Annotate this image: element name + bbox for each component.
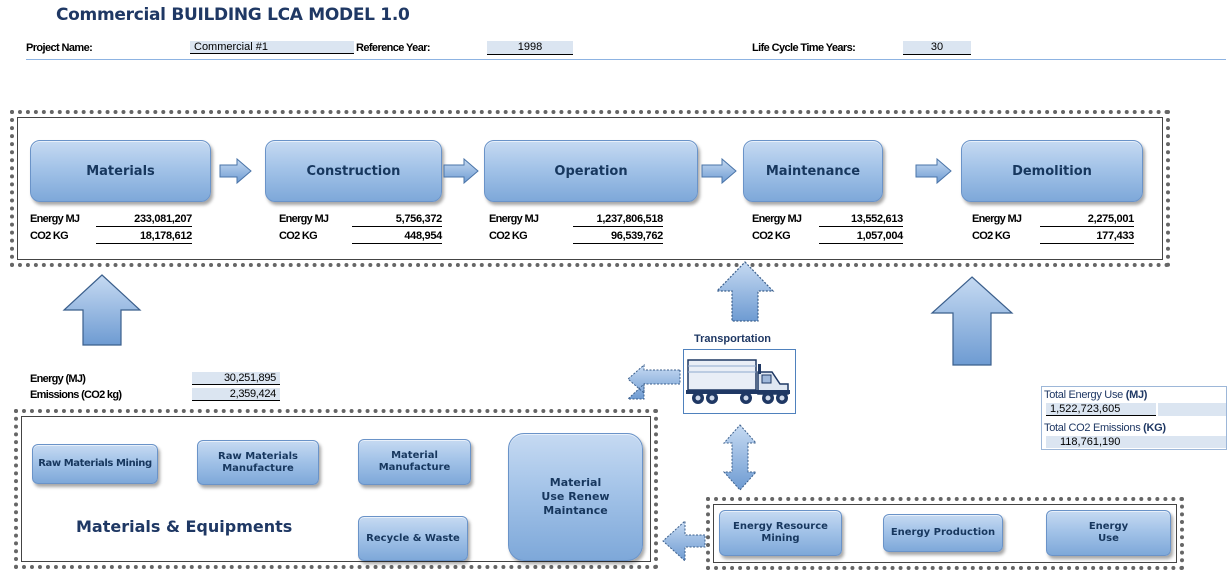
- energy-use-box[interactable]: Energy Use: [1046, 510, 1171, 556]
- stage-maintenance-label: Maintenance: [765, 163, 861, 179]
- material-use-label: Material Use Renew Maintance: [541, 476, 610, 517]
- energy-production-box[interactable]: Energy Production: [883, 514, 1003, 552]
- truck-image: [683, 349, 796, 414]
- arrow-right-icon: [219, 157, 252, 185]
- operation-co2-value: 96,539,762: [573, 230, 663, 244]
- raw-materials-manufacture-box[interactable]: Raw Materials Manufacture: [197, 440, 319, 485]
- bent-arrow-icon: [626, 363, 681, 400]
- arrow-left-icon: [662, 519, 706, 563]
- total-co2-value: 118,761,190: [1046, 436, 1226, 448]
- material-manufacture-box[interactable]: Material Manufacture: [358, 439, 471, 485]
- total-co2-label-text: Total CO2 Emissions: [1044, 422, 1141, 434]
- total-energy-label: Total Energy Use (MJ): [1044, 389, 1147, 401]
- stage-construction-box[interactable]: Construction: [265, 140, 442, 202]
- stage-materials-box[interactable]: Materials: [30, 140, 211, 202]
- demolition-energy-label: Energy MJ: [972, 213, 1022, 225]
- construction-energy-value: 5,756,372: [352, 213, 442, 227]
- materials-co2-label: CO2 KG: [30, 230, 69, 242]
- materials-energy-value: 233,081,207: [96, 213, 192, 227]
- materials-energy-label: Energy MJ: [30, 213, 80, 225]
- project-name-label: Project Name:: [26, 42, 93, 54]
- material-use-box[interactable]: Material Use Renew Maintance: [508, 433, 643, 561]
- total-co2-label: Total CO2 Emissions (KG): [1044, 422, 1166, 434]
- stage-maintenance-box[interactable]: Maintenance: [743, 140, 883, 202]
- operation-co2-label: CO2 KG: [489, 230, 528, 242]
- life-cycle-field[interactable]: 30: [903, 41, 971, 55]
- materials-equipments-title: Materials & Equipments: [76, 517, 293, 536]
- stage-materials-label: Materials: [86, 163, 155, 179]
- total-energy-value: 1,522,723,605: [1046, 403, 1156, 416]
- materials-summary-emissions-value: 2,359,424: [192, 388, 280, 401]
- materials-summary-energy-value: 30,251,895: [192, 372, 280, 385]
- reference-year-label: Reference Year:: [356, 42, 431, 54]
- stage-construction-label: Construction: [306, 163, 401, 179]
- maintenance-co2-value: 1,057,004: [819, 230, 903, 244]
- arrow-right-icon: [701, 157, 737, 185]
- maintenance-energy-value: 13,552,613: [819, 213, 903, 227]
- demolition-energy-value: 2,275,001: [1040, 213, 1134, 227]
- life-cycle-label: Life Cycle Time Years:: [752, 42, 856, 54]
- maintenance-energy-label: Energy MJ: [752, 213, 802, 225]
- energy-production-label: Energy Production: [890, 527, 996, 538]
- stage-demolition-label: Demolition: [1012, 163, 1092, 179]
- arrow-up-icon: [62, 274, 142, 346]
- demolition-co2-value: 177,433: [1040, 230, 1134, 244]
- truck-icon: [686, 359, 790, 404]
- maintenance-co2-label: CO2 KG: [752, 230, 791, 242]
- arrow-up-icon: [715, 261, 775, 322]
- raw-materials-mining-box[interactable]: Raw Materials Mining: [32, 444, 158, 484]
- energy-use-label: Energy Use: [1088, 521, 1129, 544]
- construction-co2-label: CO2 KG: [279, 230, 318, 242]
- reference-year-field[interactable]: 1998: [487, 41, 573, 55]
- project-name-field[interactable]: Commercial #1: [190, 41, 354, 54]
- energy-resource-mining-label: Energy Resource Mining: [733, 521, 828, 544]
- stage-demolition-box[interactable]: Demolition: [961, 140, 1143, 202]
- stage-operation-box[interactable]: Operation: [484, 140, 698, 202]
- recycle-waste-label: Recycle & Waste: [366, 532, 460, 544]
- materials-summary-emissions-label: Emissions (CO2 kg): [30, 389, 122, 401]
- stage-operation-label: Operation: [554, 163, 628, 179]
- page-title: Commercial BUILDING LCA MODEL 1.0: [56, 5, 410, 25]
- material-manufacture-label: Material Manufacture: [378, 450, 451, 473]
- transportation-label: Transportation: [694, 333, 772, 345]
- demolition-co2-label: CO2 KG: [972, 230, 1011, 242]
- total-energy-unit: (MJ): [1125, 389, 1148, 401]
- operation-energy-value: 1,237,806,518: [573, 213, 663, 227]
- raw-materials-manufacture-label: Raw Materials Manufacture: [218, 450, 298, 474]
- total-energy-label-text: Total Energy Use: [1044, 389, 1123, 401]
- energy-resource-mining-box[interactable]: Energy Resource Mining: [719, 510, 842, 556]
- materials-co2-value: 18,178,612: [96, 230, 192, 244]
- arrow-up-icon: [930, 276, 1014, 366]
- raw-materials-mining-label: Raw Materials Mining: [38, 458, 152, 469]
- construction-co2-value: 448,954: [352, 230, 442, 244]
- totals-panel: Total Energy Use (MJ) 1,522,723,605 Tota…: [1041, 386, 1227, 450]
- arrow-right-icon: [915, 157, 952, 185]
- total-co2-unit: (KG): [1143, 422, 1166, 434]
- materials-summary-energy-label: Energy (MJ): [30, 373, 86, 385]
- header-divider: [26, 59, 1226, 60]
- operation-energy-label: Energy MJ: [489, 213, 539, 225]
- construction-energy-label: Energy MJ: [279, 213, 329, 225]
- double-arrow-icon: [722, 424, 758, 491]
- total-energy-fill: [1158, 403, 1226, 416]
- arrow-right-icon: [443, 157, 479, 185]
- recycle-waste-box[interactable]: Recycle & Waste: [358, 516, 468, 561]
